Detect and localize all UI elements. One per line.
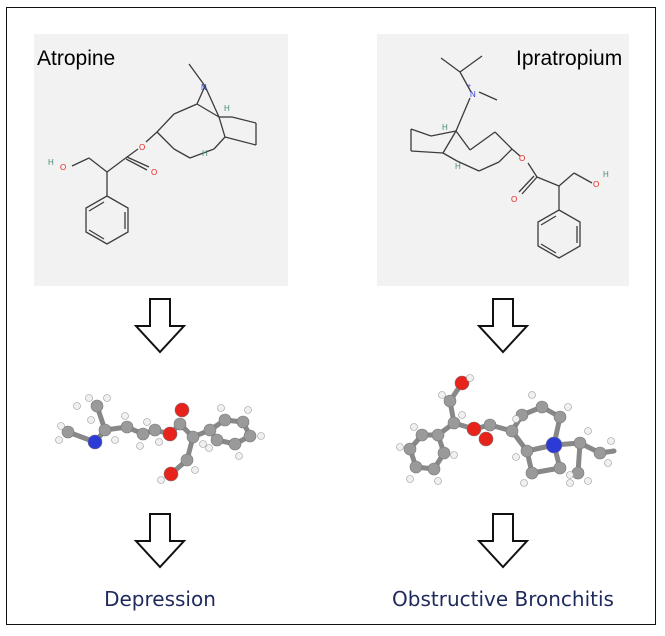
ester-oxygen-label: O <box>139 143 145 152</box>
hydroxyl-oxygen-label: O <box>593 180 599 189</box>
atropine-skeletal-formula: N O O O H H H <box>48 63 257 245</box>
ester-oxygen-label: O <box>519 154 525 163</box>
hydroxyl-oxygen-label: O <box>60 163 66 172</box>
bridgehead-h-label-top: H <box>224 104 230 113</box>
nitrogen-atom-label: N <box>470 90 476 99</box>
atropine-structure-panel: N O O O H H H <box>34 34 288 286</box>
ipratropium-skeletal-formula: N + O O O H H H <box>410 55 609 259</box>
down-arrow-icon <box>133 513 187 569</box>
down-arrow-icon <box>133 298 187 354</box>
hydroxyl-hydrogen-label: H <box>603 170 609 179</box>
down-arrow-icon <box>476 298 530 354</box>
carbonyl-oxygen-label: O <box>511 195 517 204</box>
down-arrow-icon <box>476 513 530 569</box>
nitrogen-atom-label: N <box>201 83 207 92</box>
ipratropium-3d-model <box>396 374 617 487</box>
bridgehead-h-label-bottom: H <box>455 162 461 171</box>
ipratropium-name: Ipratropium <box>516 47 623 70</box>
bridgehead-h-label-top: H <box>442 123 448 132</box>
positive-charge-label: + <box>467 83 471 90</box>
hydroxyl-hydrogen-label: H <box>48 158 54 167</box>
ipratropium-structure-panel: N + O O O H H H <box>377 34 629 286</box>
carbonyl-oxygen-label: O <box>151 168 157 177</box>
atropine-3d-model <box>55 394 265 484</box>
atropine-name: Atropine <box>37 47 116 70</box>
atropine-outcome-label: Depression <box>104 587 216 611</box>
ipratropium-outcome-label: Obstructive Bronchitis <box>392 587 614 611</box>
bridgehead-h-label-bottom: H <box>202 149 208 158</box>
